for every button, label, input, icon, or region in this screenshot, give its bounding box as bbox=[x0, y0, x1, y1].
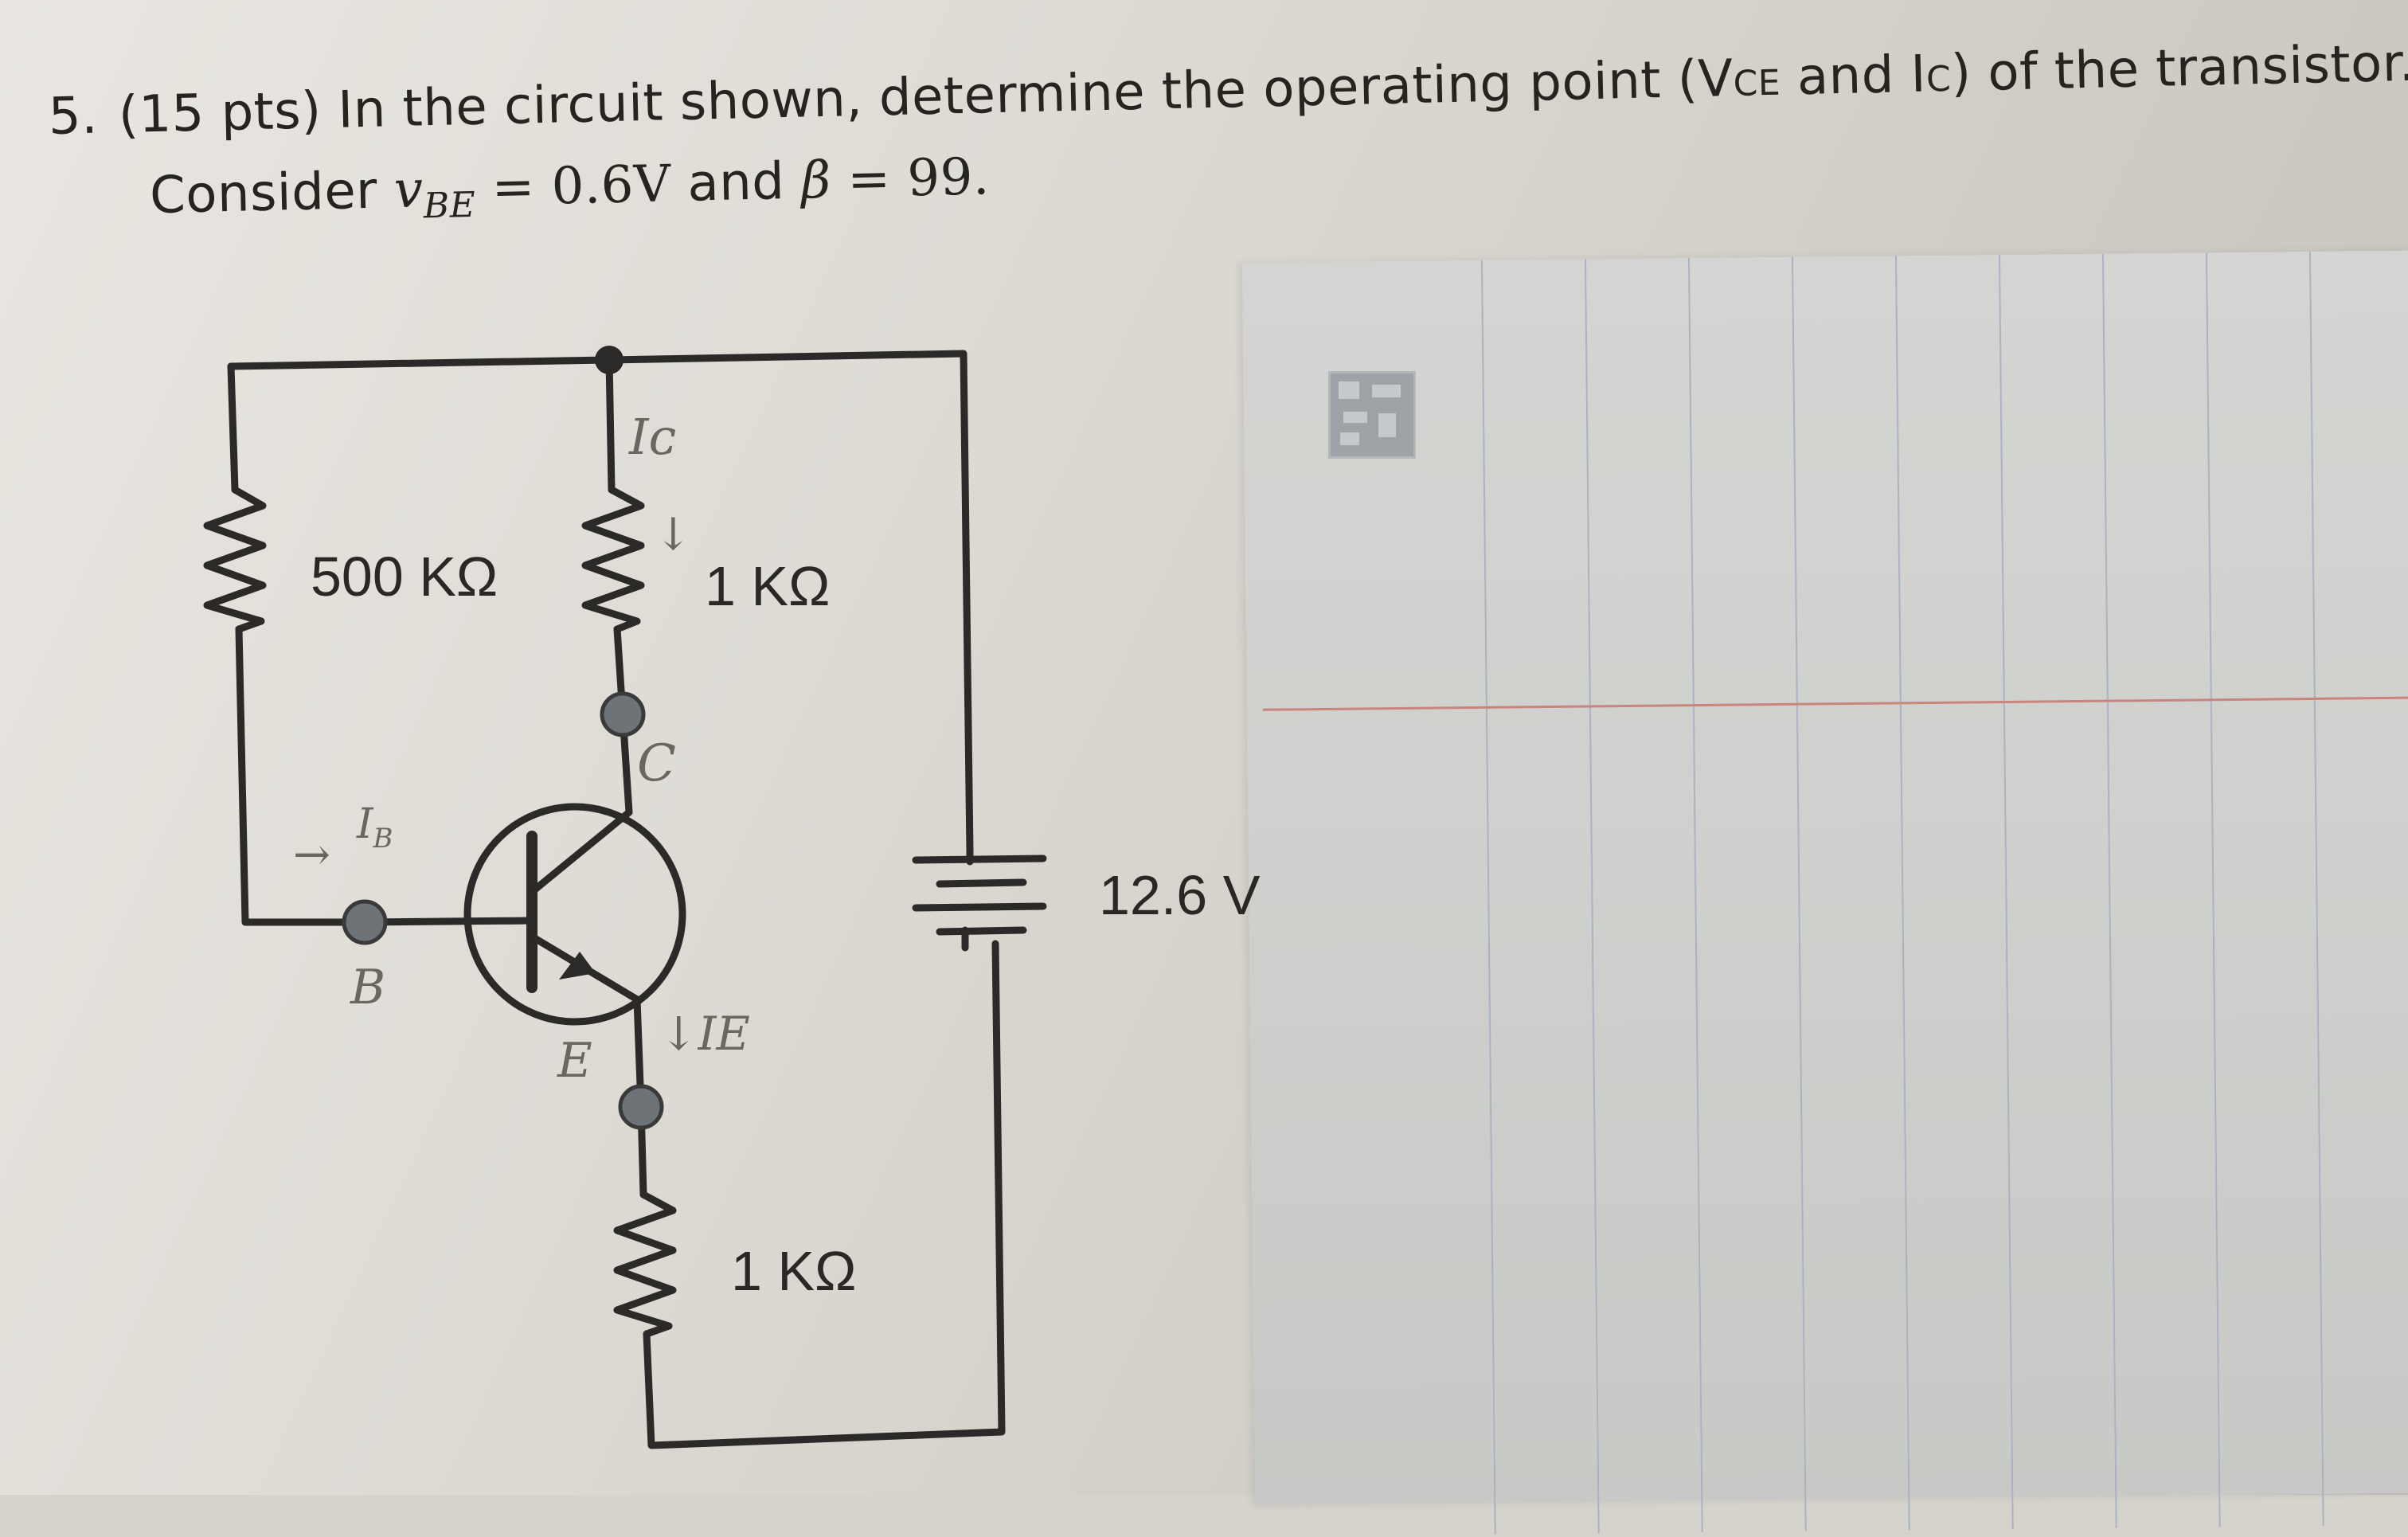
wire-collector-top bbox=[605, 356, 616, 494]
node-emitter bbox=[618, 1084, 664, 1130]
node-base bbox=[342, 899, 388, 945]
transistor-symbol bbox=[463, 803, 686, 1026]
hand-collector-node: C bbox=[637, 734, 676, 793]
wire-left-lower bbox=[235, 625, 369, 926]
hand-collector-arrow: ↓ bbox=[655, 509, 692, 561]
hand-base-arrow: → bbox=[293, 829, 330, 881]
label-supply-voltage: 12.6 V bbox=[1099, 864, 1261, 926]
label-resistor-collector: 1 KΩ bbox=[705, 555, 830, 617]
battery-symbol bbox=[912, 855, 1047, 952]
node-top-junction bbox=[595, 346, 624, 374]
hand-base-node: B bbox=[350, 960, 385, 1015]
hand-collector-current: Iᴄ bbox=[628, 408, 676, 466]
hand-emitter-current: ↓IE bbox=[659, 1007, 750, 1061]
resistor-base-symbol bbox=[203, 486, 267, 633]
label-resistor-emitter: 1 KΩ bbox=[731, 1240, 856, 1302]
resistor-emitter-symbol bbox=[613, 1191, 677, 1338]
node-collector bbox=[600, 691, 646, 737]
hand-base-current: IB bbox=[356, 800, 393, 855]
circuit-diagram: 500 KΩ 1 KΩ 1 KΩ 12.6 V Iᴄ ↓ C → IB B E … bbox=[203, 346, 1261, 1449]
wire-left-upper bbox=[227, 362, 239, 494]
wire-bottom bbox=[643, 940, 1006, 1449]
qr-code-sticker bbox=[1328, 371, 1416, 459]
wire-top bbox=[227, 350, 974, 856]
hand-emitter-node: E bbox=[557, 1033, 592, 1089]
wire-base bbox=[361, 917, 536, 926]
resistor-collector-symbol bbox=[581, 486, 645, 633]
label-resistor-base: 500 KΩ bbox=[311, 546, 498, 608]
